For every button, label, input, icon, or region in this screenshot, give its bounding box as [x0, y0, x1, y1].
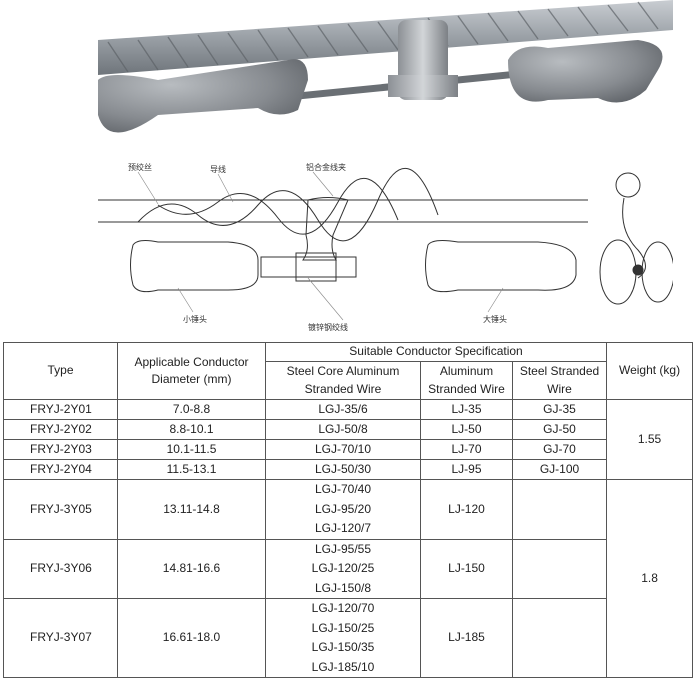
steel-core-spec: LGJ-120/25 [311, 561, 375, 575]
cell-type: FRYJ-2Y03 [3, 439, 118, 460]
cell-type: FRYJ-2Y02 [3, 419, 118, 440]
header-suitable-spec: Suitable Conductor Specification [264, 342, 608, 362]
cell-aluminum: LJ-185 [420, 598, 513, 678]
label-clamp: 铝合金线夹 [306, 162, 346, 172]
cell-aluminum: LJ-70 [420, 439, 513, 460]
steel-core-spec: LGJ-185/10 [311, 659, 375, 674]
cell-steel: GJ-35 [511, 399, 608, 420]
steel-core-spec: LGJ-120/7 [314, 521, 372, 535]
cell-steel: GJ-70 [511, 439, 608, 460]
cell-type: FRYJ-2Y01 [3, 399, 118, 420]
spec-table: Type Applicable Conductor Diameter (mm) … [3, 342, 694, 678]
cell-diameter: 8.8-10.1 [117, 419, 266, 440]
cell-steel-core: LGJ-70/40 LGJ-95/20 LGJ-120/7 [265, 479, 421, 540]
cell-weight: 1.8 [606, 479, 694, 678]
steel-core-spec: LGJ-120/70 [311, 601, 375, 615]
header-diameter: Applicable Conductor Diameter (mm) [117, 342, 266, 400]
label-conductor: 导线 [210, 164, 226, 174]
cell-steel-core: LGJ-50/8 [265, 419, 421, 440]
cell-steel-core: LGJ-50/30 [265, 459, 421, 480]
header-type: Type [3, 342, 118, 400]
label-protective-strand: 预绞丝 [128, 162, 152, 172]
label-steel-strand: 镀锌钢绞线 [308, 322, 348, 332]
cell-type: FRYJ-3Y05 [3, 479, 118, 540]
steel-core-spec: LGJ-70/40 [314, 482, 372, 496]
cell-steel-core: LGJ-35/6 [265, 399, 421, 420]
cell-diameter: 14.81-16.6 [117, 538, 266, 599]
cell-steel-core: LGJ-120/70 LGJ-150/25 LGJ-150/35 LGJ-185… [265, 598, 421, 678]
cell-steel-core: LGJ-95/55 LGJ-120/25 LGJ-150/8 [265, 538, 421, 599]
cell-aluminum: LJ-50 [420, 419, 513, 440]
steel-core-spec: LGJ-95/55 [314, 541, 372, 556]
header-aluminum: Aluminum Stranded Wire [420, 361, 513, 400]
cell-diameter: 7.0-8.8 [117, 399, 266, 420]
header-steel-core: Steel Core Aluminum Stranded Wire [265, 361, 421, 400]
cell-aluminum: LJ-35 [420, 399, 513, 420]
cell-diameter: 16.61-18.0 [117, 598, 266, 678]
cell-steel: GJ-100 [511, 459, 608, 480]
cell-aluminum: LJ-150 [420, 538, 513, 599]
steel-core-spec: LGJ-150/35 [311, 640, 375, 654]
cell-type: FRYJ-3Y06 [3, 538, 118, 599]
damper-photo [98, 0, 673, 148]
table-row: FRYJ-2Y01 7.0-8.8 LGJ-35/6 LJ-35 GJ-35 1… [3, 399, 694, 480]
label-big-hammer: 大锤头 [483, 314, 507, 324]
table-row: FRYJ-3Y07 16.61-18.0 LGJ-120/70 LGJ-150/… [3, 598, 693, 678]
cell-diameter: 10.1-11.5 [117, 439, 266, 460]
cell-aluminum: LJ-120 [420, 479, 513, 540]
cell-steel [511, 538, 608, 599]
cell-aluminum: LJ-95 [420, 459, 513, 480]
table-row: FRYJ-2Y02 8.8-10.1 LGJ-50/8 LJ-50 GJ-50 [3, 419, 693, 440]
cell-type: FRYJ-2Y04 [3, 459, 118, 480]
table-row: FRYJ-2Y04 11.5-13.1 LGJ-50/30 LJ-95 GJ-1… [3, 459, 693, 480]
table-row: FRYJ-3Y05 13.11-14.8 LGJ-70/40 LGJ-95/20… [3, 479, 694, 678]
damper-drawing: 预绞丝 导线 铝合金线夹 小锤头 镀锌钢绞线 大锤头 [98, 160, 673, 338]
header-steel: Steel Stranded Wire [511, 361, 608, 400]
steel-core-spec: LGJ-150/8 [314, 580, 372, 595]
steel-core-spec: LGJ-150/25 [311, 620, 375, 635]
table-row: FRYJ-2Y03 10.1-11.5 LGJ-70/10 LJ-70 GJ-7… [3, 439, 693, 460]
label-small-hammer: 小锤头 [183, 314, 207, 324]
cell-steel-core: LGJ-70/10 [265, 439, 421, 460]
cell-type: FRYJ-3Y07 [3, 598, 118, 678]
cell-steel [511, 479, 608, 540]
table-row: FRYJ-3Y06 14.81-16.6 LGJ-95/55 LGJ-120/2… [3, 538, 693, 599]
cell-diameter: 11.5-13.1 [117, 459, 266, 480]
header-weight: Weight (kg) [606, 342, 694, 400]
cell-steel [511, 598, 608, 678]
cell-diameter: 13.11-14.8 [117, 479, 266, 540]
cell-steel: GJ-50 [511, 419, 608, 440]
steel-core-spec: LGJ-95/20 [314, 501, 372, 516]
cell-weight: 1.55 [606, 399, 694, 480]
